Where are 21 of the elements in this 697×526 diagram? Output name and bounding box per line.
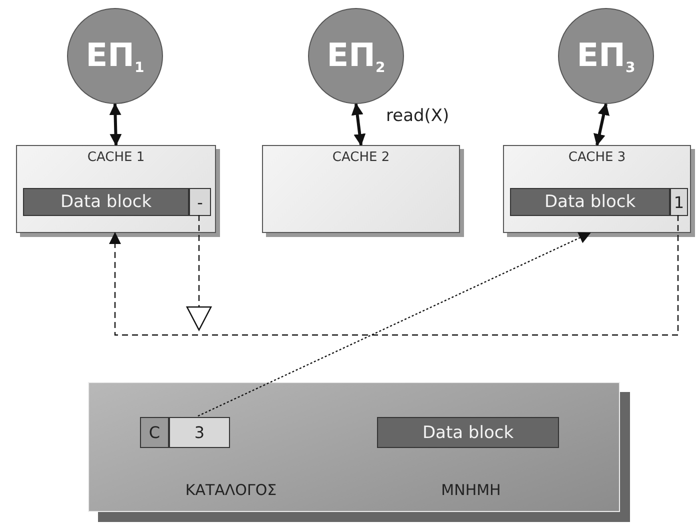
data-block: Data block <box>377 417 559 448</box>
memory-label: ΚΑΤΑΛΟΓΟΣ <box>185 481 277 499</box>
flag-cell: 1 <box>670 188 688 216</box>
cache-label: CACHE 1 <box>86 150 146 165</box>
dashed-arrow <box>198 232 591 417</box>
processor-circle: ΕΠ$_{3}$ <box>558 8 654 104</box>
flag-cell: 3 <box>169 417 230 448</box>
dashed-arrow <box>186 215 212 331</box>
data-block: Data block <box>23 188 189 216</box>
arrow <box>109 103 122 146</box>
processor-circle: ΕΠ$_{2}$ <box>308 8 404 104</box>
arrow <box>351 103 366 146</box>
memory-label: ΜΝΗΜΗ <box>441 481 501 499</box>
flag-cell: C <box>140 417 169 448</box>
dashed-arrow <box>109 215 679 336</box>
processor-circle: ΕΠ$_{1}$ <box>67 8 163 104</box>
flag-cell: - <box>189 188 211 216</box>
cache-label: CACHE 3 <box>567 150 627 165</box>
arrow <box>594 103 610 146</box>
data-block: Data block <box>510 188 670 216</box>
cache-label: CACHE 2 <box>331 150 391 165</box>
